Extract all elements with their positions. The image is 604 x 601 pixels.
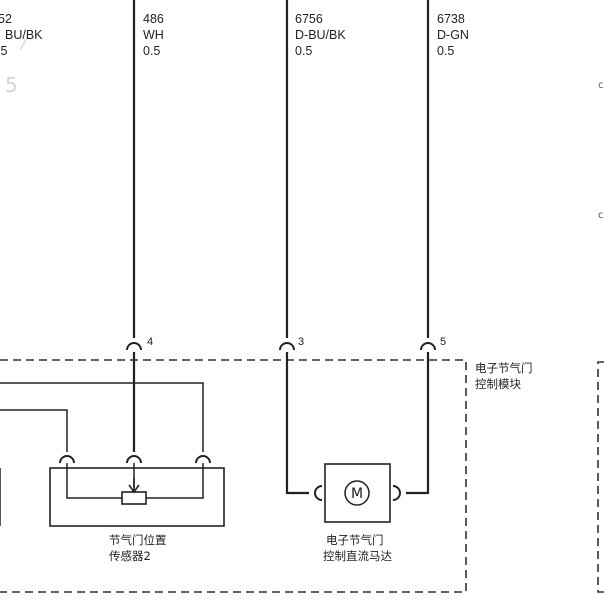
wire-label-6756: 6756 D-BU/BK 0.5: [295, 12, 346, 58]
wire-pin5-to-motor: [406, 352, 430, 495]
wire-number: 52: [0, 12, 12, 26]
sensor-lead-left: [66, 463, 122, 499]
side-mark-2: c: [598, 210, 604, 221]
motor-name-line1: 电子节气门: [326, 533, 384, 547]
connector-terminal-icon: [195, 455, 211, 464]
motor-name-line2: 控制直流马达: [323, 549, 392, 563]
wire-color: D-BU/BK: [295, 28, 346, 42]
connector-terminal-icon: [126, 342, 142, 351]
wire-color: BU/BK: [5, 28, 43, 42]
wire-number: 486: [143, 12, 164, 26]
watermark-text: 5: [5, 73, 18, 97]
wire-gauge: .5: [0, 44, 7, 58]
module-name-line1: 电子节气门: [475, 361, 533, 375]
throttle-position-sensor-2: 节气门位置 传感器2: [49, 455, 225, 563]
wire-label-486: 486 WH 0.5: [143, 12, 164, 58]
pin-number: 4: [147, 336, 153, 348]
potentiometer-icon: [121, 478, 147, 505]
motor-circle-icon: M: [344, 480, 370, 506]
connector-pin-3: 3: [279, 336, 304, 351]
sensor-lead-right: [146, 463, 204, 499]
module-name-line2: 控制模块: [475, 377, 521, 391]
connector-terminal-icon: [279, 342, 295, 351]
wire-label-452: 52 BU/BK .5: [0, 12, 43, 58]
sensor-name-line2: 传感器2: [109, 549, 151, 563]
wire-gauge: 0.5: [143, 44, 160, 58]
motor-circle: [344, 480, 370, 506]
wire-label-6738: 6738 D-GN 0.5: [437, 12, 469, 58]
wire-color: WH: [143, 28, 164, 42]
wire-pin3-to-motor: [285, 352, 309, 495]
module-label: 电子节气门 控制模块: [475, 361, 533, 391]
sensor-name-line1: 节气门位置: [109, 533, 167, 547]
potentiometer-resistor: [121, 491, 147, 505]
connector-terminal-icon: [420, 342, 436, 351]
throttle-control-dc-motor: M 电子节气门 控制直流马达: [314, 463, 401, 563]
motor-symbol: M: [351, 486, 363, 502]
wire-color: D-GN: [437, 28, 469, 42]
wire-gauge: 0.5: [295, 44, 312, 58]
adjacent-module-boundary: [597, 361, 604, 593]
connector-pin-5: 5: [420, 336, 446, 351]
module-boundary: [0, 359, 467, 593]
connector-pin-4: 4: [126, 336, 153, 351]
watermark-stroke: [19, 35, 29, 51]
pin-number: 5: [440, 336, 446, 348]
potentiometer-arrow: [128, 478, 140, 494]
connector-terminal-icon: [126, 455, 142, 464]
wire-pin4-bus: [134, 382, 204, 452]
wire-gauge: 0.5: [437, 44, 454, 58]
connector-terminal-icon: [392, 485, 401, 501]
wire-number: 6738: [437, 12, 465, 26]
wire-left-feed-2: [0, 409, 68, 452]
side-mark-1: c: [598, 80, 604, 91]
pin-number: 3: [298, 336, 304, 348]
wire-number: 6756: [295, 12, 323, 26]
connector-terminal-icon: [314, 485, 323, 501]
connector-terminal-icon: [59, 455, 75, 464]
